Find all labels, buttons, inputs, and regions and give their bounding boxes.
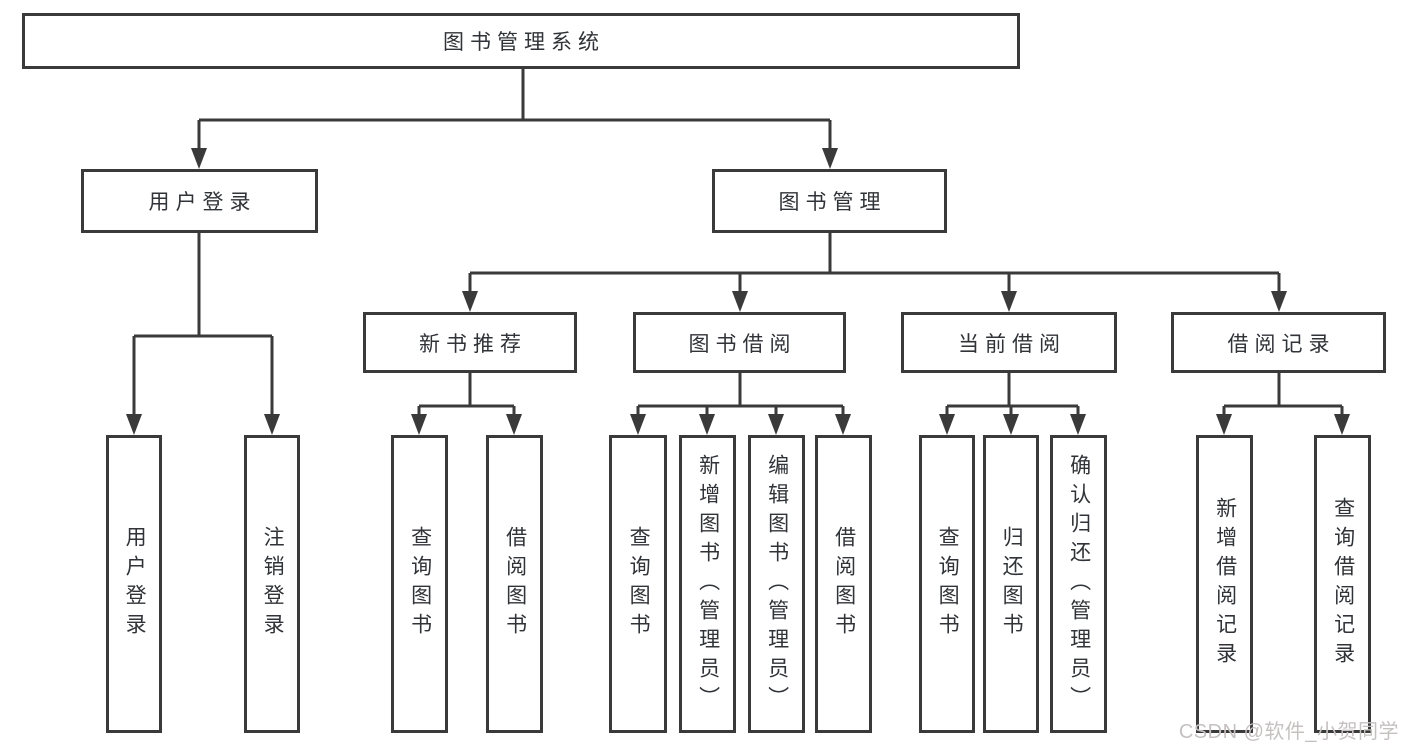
arrowhead [699,414,715,435]
node-label: 图书管理系统 [443,31,605,54]
node-label: 查询图书 [408,526,432,642]
node-label: 注销登录 [261,526,285,642]
node-label: 用户登录 [148,191,257,214]
leaf-add-books-admin: 新增图书（管理员） [679,435,736,733]
node-label: 查询图书 [936,526,960,642]
node-label: 归还图书 [1000,526,1024,642]
arrowhead [1003,414,1019,435]
arrowhead [1070,414,1086,435]
arrowhead [191,148,207,169]
leaf-borrow-books-borrowing: 借阅图书 [815,435,872,733]
node-new-book-recommendation: 新书推荐 [363,312,577,373]
arrowhead [630,414,646,435]
arrowhead [822,148,838,169]
arrowhead [732,291,748,312]
arrowhead [1271,291,1287,312]
node-label: 图书管理 [778,191,887,214]
leaf-query-borrow-record: 查询借阅记录 [1314,435,1371,733]
node-borrowing-records: 借阅记录 [1171,312,1386,373]
connector-path [132,69,1344,418]
node-system-root: 图书管理系统 [22,13,1020,69]
arrowhead [411,414,427,435]
node-current-borrowing: 当前借阅 [901,312,1117,373]
node-label: 查询借阅记录 [1331,497,1355,671]
node-label: 用户登录 [123,526,147,642]
arrowhead [126,414,142,435]
leaf-add-borrow-record: 新增借阅记录 [1196,435,1253,733]
node-book-borrowing: 图书借阅 [633,312,846,373]
node-label: 新增图书（管理员） [696,453,720,715]
leaf-query-books-current: 查询图书 [919,435,975,733]
arrowhead [462,291,478,312]
node-label: 查询图书 [627,526,651,642]
node-label: 图书借阅 [688,332,797,356]
csdn-watermark: CSDN @软件_小贺同学 [1178,721,1399,743]
arrowhead [835,414,851,435]
leaf-return-books: 归还图书 [983,435,1039,733]
node-user-login: 用户登录 [81,169,318,233]
leaf-query-books-recommend: 查询图书 [391,435,448,733]
arrowhead [264,414,280,435]
leaf-edit-books-admin: 编辑图书（管理员） [748,435,805,733]
node-label: 新书推荐 [419,332,527,356]
leaf-borrow-books-recommend: 借阅图书 [486,435,543,733]
leaf-user-login: 用户登录 [106,435,162,733]
arrowhead [1001,291,1017,312]
arrowhead [506,414,522,435]
arrowhead [939,414,955,435]
node-label: 借阅图书 [832,526,856,642]
arrowhead [1334,414,1350,435]
leaf-logout-login: 注销登录 [244,435,300,733]
arrowhead [1216,414,1232,435]
leaf-confirm-return-admin: 确认归还（管理员） [1050,435,1107,733]
node-label: 新增借阅记录 [1213,497,1237,671]
node-label: 借阅记录 [1227,332,1336,356]
leaf-query-books-borrowing: 查询图书 [609,435,667,733]
node-label: 当前借阅 [958,332,1066,356]
arrowhead [768,414,784,435]
node-book-management: 图书管理 [712,169,947,233]
node-label: 借阅图书 [503,526,527,642]
node-label: 编辑图书（管理员） [765,453,789,715]
node-label: 确认归还（管理员） [1067,453,1091,715]
